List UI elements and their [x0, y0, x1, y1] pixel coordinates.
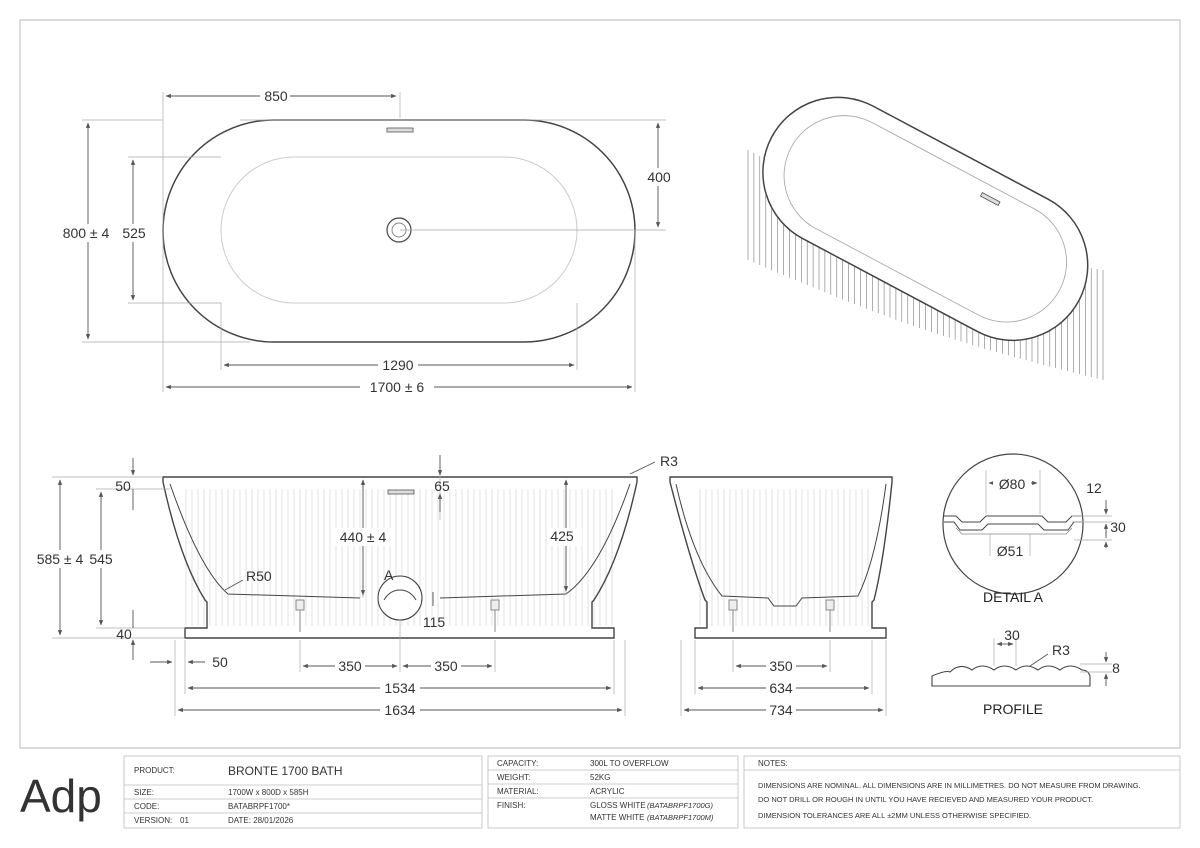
overflow-slot-icon: [386, 127, 414, 133]
iso-overflow-icon: [979, 191, 1001, 206]
dim-350-right: 350: [434, 658, 458, 674]
end-elevation: [669, 476, 893, 716]
version-value: 01: [180, 816, 189, 825]
code-value: BATABRPF1700*: [228, 802, 290, 811]
material-value: ACRYLIC: [590, 787, 625, 796]
profile: [931, 638, 1112, 687]
dim-734: 734: [769, 702, 793, 718]
adp-logo: Adp: [20, 770, 102, 822]
dim-350-left: 350: [338, 658, 362, 674]
notes-label: NOTES:: [758, 759, 788, 768]
dim-r3-side: R3: [660, 453, 678, 469]
weight-label: WEIGHT:: [497, 773, 530, 782]
finish-1: GLOSS WHITE: [590, 801, 646, 810]
finish-1-code: (BATABRPF1700G): [647, 801, 713, 810]
detail-a-title: DETAIL A: [983, 589, 1044, 605]
capacity-label: CAPACITY:: [497, 759, 538, 768]
dim-850: 850: [264, 88, 288, 104]
dim-12: 12: [1086, 480, 1102, 496]
dim-115: 115: [423, 614, 446, 630]
size-label: SIZE:: [134, 788, 154, 797]
dim-30-detail: 30: [1110, 519, 1126, 535]
note-2: DO NOT DRILL OR ROUGH IN UNTIL YOU HAVE …: [758, 795, 1093, 804]
side-dimensions: 50 585 ± 4 545 40 65 440 ± 4 425 R50 A 1…: [34, 453, 678, 719]
detail-a-dimensions: Ø80 12 30 Ø51 DETAIL A: [983, 475, 1126, 605]
dim-1700: 1700 ± 6: [370, 379, 425, 395]
code-label: CODE:: [134, 802, 159, 811]
dim-30-profile: 30: [1004, 627, 1020, 643]
dim-525: 525: [122, 225, 146, 241]
dim-1634: 1634: [384, 702, 415, 718]
plan-view: [82, 92, 666, 392]
bath-outer-rim: [162, 119, 636, 343]
sheet-border: [19, 19, 1181, 749]
dim-440: 440 ± 4: [340, 529, 387, 545]
capacity-value: 300L TO OVERFLOW: [590, 759, 669, 768]
version-label: VERSION:: [134, 816, 172, 825]
title-block: Adp PRODUCT: BRONTE 1700 BATH SIZE: 1700…: [20, 755, 1181, 829]
dim-634: 634: [769, 680, 793, 696]
plan-dimensions: 850 400 800 ± 4 525 1290 1700 ± 6: [58, 87, 675, 396]
weight-value: 52KG: [590, 773, 610, 782]
finish-2: MATTE WHITE: [590, 813, 645, 822]
product-value: BRONTE 1700 BATH: [228, 764, 342, 778]
end-dimensions: 350 634 734: [766, 658, 796, 719]
size-value: 1700W x 800D x 585H: [228, 788, 309, 797]
dim-1534: 1534: [384, 680, 415, 696]
profile-dimensions: 30 R3 8 PROFILE: [983, 627, 1120, 717]
product-label: PRODUCT:: [134, 766, 175, 775]
isometric-view: [747, 96, 1104, 380]
side-elevation: [52, 455, 656, 716]
finish-2-code: (BATABRPF1700M): [647, 813, 714, 822]
date-value: DATE: 28/01/2026: [228, 816, 294, 825]
dim-1290: 1290: [382, 357, 413, 373]
note-3: DIMENSION TOLERANCES ARE ALL ±2MM UNLESS…: [758, 811, 1031, 820]
dim-40: 40: [116, 626, 132, 642]
dim-65: 65: [434, 478, 450, 494]
bath-feet: [295, 599, 500, 632]
detail-a-marker: A: [384, 567, 394, 583]
dim-r3-profile: R3: [1052, 642, 1070, 658]
dim-r50: R50: [246, 568, 272, 584]
dim-50-bottom: 50: [212, 654, 228, 670]
finish-label: FINISH:: [497, 801, 525, 810]
dim-8: 8: [1112, 660, 1120, 676]
dim-400: 400: [647, 169, 671, 185]
dim-800: 800 ± 4: [63, 225, 110, 241]
side-overflow-icon: [387, 489, 415, 495]
note-1: DIMENSIONS ARE NOMINAL. ALL DIMENSIONS A…: [758, 781, 1141, 790]
dim-350-end: 350: [769, 658, 793, 674]
dim-425: 425: [550, 528, 574, 544]
dim-50-top: 50: [115, 478, 131, 494]
profile-title: PROFILE: [983, 701, 1043, 717]
dim-dia-51: Ø51: [997, 543, 1024, 559]
dim-dia-80: Ø80: [999, 476, 1026, 492]
dim-585: 585 ± 4: [37, 551, 84, 567]
dim-545: 545: [89, 551, 113, 567]
material-label: MATERIAL:: [497, 787, 539, 796]
